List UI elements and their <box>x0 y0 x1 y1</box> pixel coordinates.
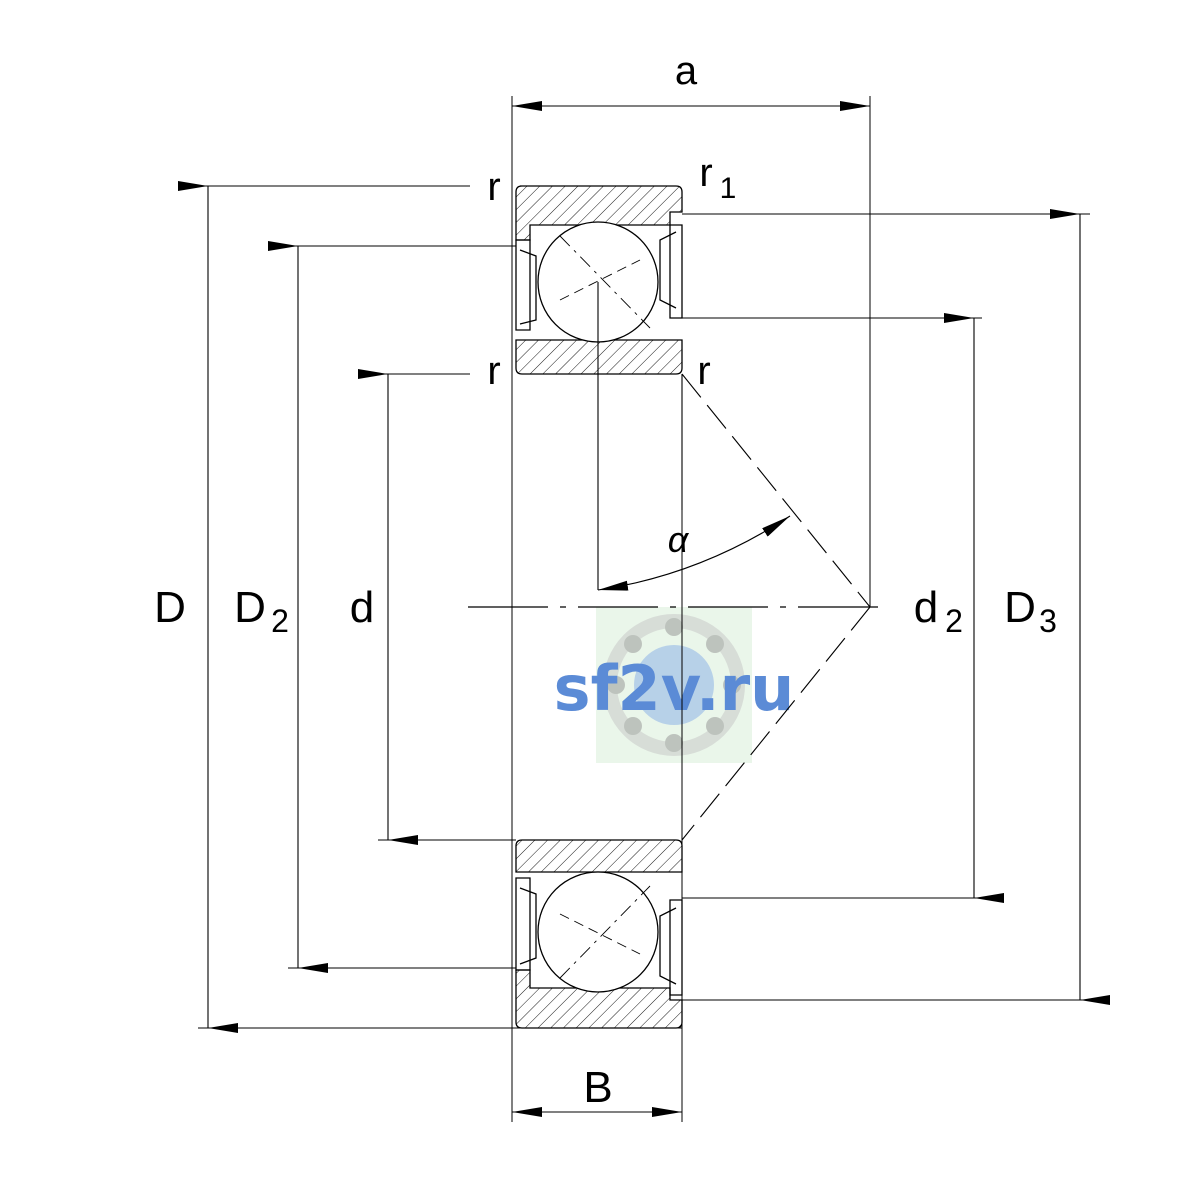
watermark-text: sf2v.ru <box>554 652 795 725</box>
watermark-bearing-icon <box>603 614 745 756</box>
lower-ball <box>537 871 659 993</box>
label-r1: r <box>699 151 712 195</box>
label-a: a <box>675 49 698 93</box>
lower-cross-section <box>515 839 683 1029</box>
label-r-mid-left: r <box>487 349 500 393</box>
label-alpha: α <box>668 519 690 560</box>
label-r-top: r <box>487 165 500 209</box>
lower-right-seal <box>669 899 683 996</box>
label-d2: d <box>914 583 938 632</box>
label-D: D <box>154 583 186 632</box>
extension-lines <box>198 96 1090 1122</box>
lower-left-seal <box>515 877 531 971</box>
label-D3: D <box>1004 583 1036 632</box>
label-B: B <box>583 1063 612 1112</box>
label-r1-sub: 1 <box>720 172 737 205</box>
label-d2-sub: 2 <box>945 603 963 639</box>
upper-right-seal <box>669 224 683 319</box>
angle-arc <box>597 515 791 591</box>
dimension-labels: a B D D 2 d d 2 D 3 r r 1 r r α <box>154 49 1057 1112</box>
upper-left-seal <box>515 239 531 331</box>
dimension-lines <box>178 101 1110 1117</box>
upper-inner-ring <box>515 339 683 375</box>
lower-inner-ring <box>515 839 683 873</box>
label-D2-sub: 2 <box>271 603 289 639</box>
label-D2: D <box>234 583 266 632</box>
label-r-mid-right: r <box>697 349 710 393</box>
label-d: d <box>350 583 374 632</box>
upper-cross-section <box>515 185 683 375</box>
label-D3-sub: 3 <box>1039 603 1057 639</box>
watermark: sf2v.ru <box>554 607 795 763</box>
